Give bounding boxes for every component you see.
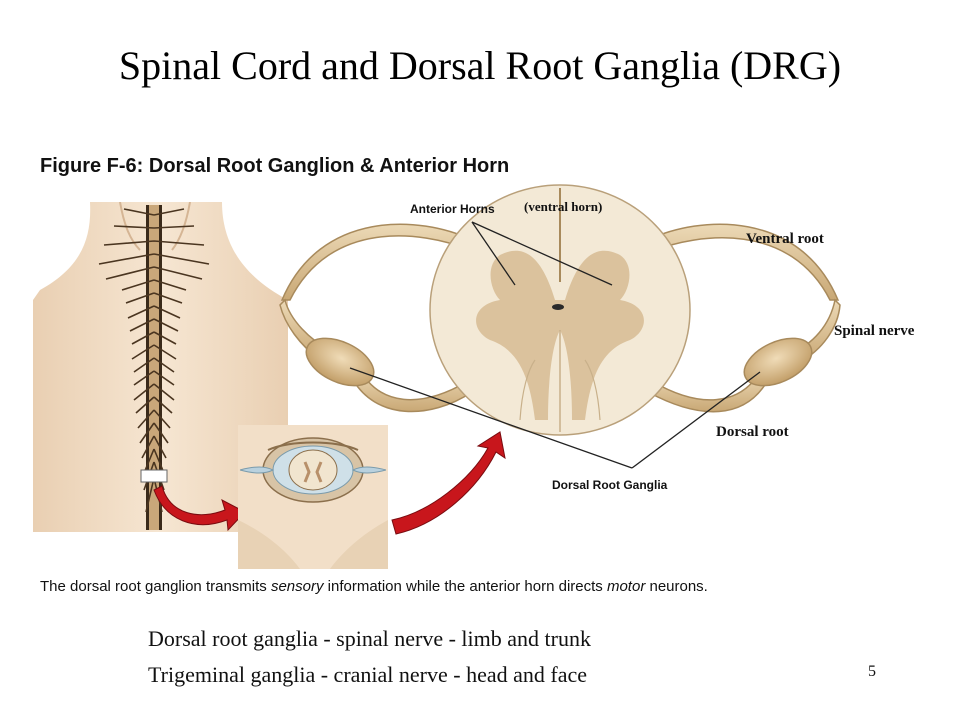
ventral-root-left (280, 223, 473, 301)
cross-section-inset (238, 425, 388, 569)
spinal-nerve-branches (98, 208, 210, 513)
caption-emphasis-motor: motor (606, 578, 646, 595)
curved-arrow-icon (153, 485, 246, 532)
caption-part-3: neurons. (645, 578, 708, 595)
back-illustration (33, 202, 288, 532)
caption-part-1: The dorsal root ganglion transmits (40, 578, 271, 595)
body-line-dorsal-root-ganglia: Dorsal root ganglia - spinal nerve - lim… (148, 626, 591, 651)
ventral-root-right (647, 223, 840, 301)
curved-arrow-icon (391, 431, 506, 535)
caption-emphasis-sensory: sensory (270, 578, 324, 595)
leader-lines (349, 221, 761, 469)
label-ventral-horn: (ventral horn) (524, 199, 603, 214)
ganglion-left (305, 337, 375, 387)
figure-caption: The dorsal root ganglion transmits senso… (40, 578, 708, 595)
ganglion-right (743, 337, 813, 387)
figure-title: Figure F-6: Dorsal Root Ganglion & Anter… (40, 155, 510, 177)
gray-matter (476, 250, 644, 420)
label-dorsal-root: Dorsal root (716, 424, 789, 440)
spinal-column (146, 205, 162, 530)
label-ventral-root: Ventral root (746, 231, 824, 247)
label-spinal-nerve: Spinal nerve (834, 323, 915, 339)
page-number: 5 (868, 663, 876, 680)
label-anterior-horns: Anterior Horns (410, 202, 495, 216)
spinal-cord-section (279, 184, 841, 436)
caption-part-2: information while the anterior horn dire… (323, 578, 607, 595)
slide-title: Spinal Cord and Dorsal Root Ganglia (DRG… (118, 43, 842, 88)
body-line-trigeminal-ganglia: Trigeminal ganglia - cranial nerve - hea… (148, 662, 587, 687)
section-marker (140, 469, 168, 483)
label-dorsal-root-ganglia: Dorsal Root Ganglia (552, 478, 668, 492)
central-canal (552, 304, 564, 310)
